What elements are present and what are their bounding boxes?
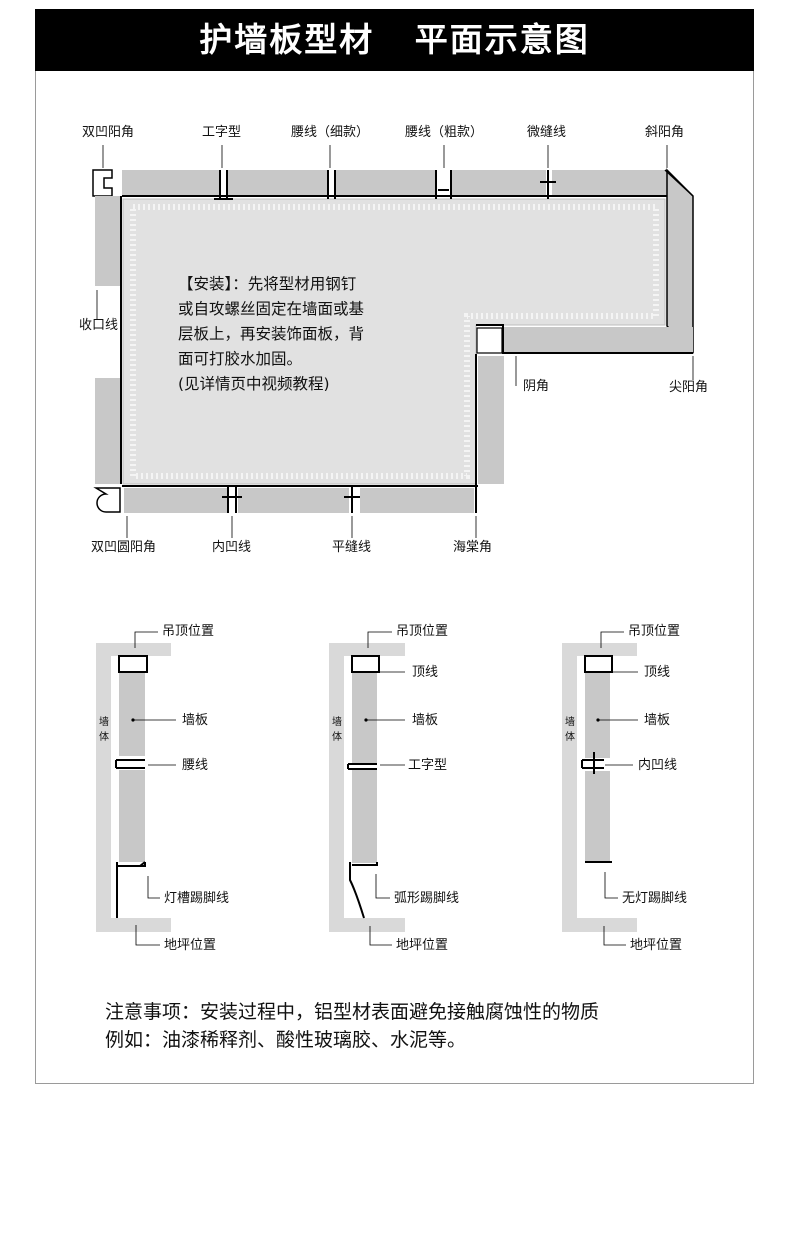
label-micro-seam: 微缝线 <box>527 125 567 140</box>
label-flush-seam: 平缝线 <box>332 540 372 555</box>
section-1 <box>96 631 176 946</box>
label-double-round-corner: 双凹圆阳角 <box>91 540 157 555</box>
top-panel-2 <box>228 170 327 196</box>
s2-h-profile-label: 工字型 <box>408 758 448 773</box>
left-panel-bottom <box>95 378 120 484</box>
s2-top-line-label: 顶线 <box>412 665 439 680</box>
install-note: 【安装】：先将型材用钢钉 或自攻螺丝固定在墙面或基 层板上，再安装饰面板，背 面… <box>178 272 418 397</box>
wall-label-2a: 墙 <box>332 717 342 728</box>
step-panel-vertical <box>478 356 504 484</box>
wall-label-1a: 墙 <box>99 717 109 728</box>
install-note-line: 层板上，再安装饰面板，背 <box>178 325 365 343</box>
s2-wall-panel-label: 墙板 <box>412 713 439 728</box>
top-panel-5 <box>552 170 667 196</box>
bottom-panel-1 <box>124 488 227 513</box>
label-recessed-line: 内凹线 <box>212 540 252 555</box>
top-panel-4 <box>452 170 546 196</box>
s3-top-line-label: 顶线 <box>644 665 671 680</box>
install-note-line: 【安装】：先将型材用钢钉 <box>178 275 357 293</box>
s3-wall-panel-label: 墙板 <box>644 713 671 728</box>
label-waist-thick: 腰线（粗款） <box>405 125 484 140</box>
page-title: 护墙板型材 平面示意图 <box>199 20 590 59</box>
label-h-profile: 工字型 <box>202 125 242 140</box>
s1-skirting-label: 灯槽踢脚线 <box>164 891 230 906</box>
s1-waist-label: 腰线 <box>182 758 209 773</box>
top-panel-3 <box>336 170 435 196</box>
install-note-line: 面可打胶水加固。 <box>178 350 303 368</box>
notice-line: 注意事项：安装过程中，铝型材表面避免接触腐蚀性的物质 <box>105 1001 600 1023</box>
s2-ceiling-label: 吊顶位置 <box>396 624 449 639</box>
wall-label-3a: 墙 <box>565 717 575 728</box>
section-2 <box>329 631 405 946</box>
label-begonia-corner: 海棠角 <box>453 540 493 555</box>
header-bar: 护墙板型材 平面示意图 <box>35 9 754 71</box>
s3-skirting-label: 无灯踢脚线 <box>622 891 688 906</box>
s3-recessed-line-label: 内凹线 <box>638 758 678 773</box>
notice-text: 注意事项：安装过程中，铝型材表面避免接触腐蚀性的物质 例如：油漆稀释剂、酸性玻璃… <box>105 998 599 1054</box>
notice-line: 例如：油漆稀释剂、酸性玻璃胶、水泥等。 <box>105 1029 467 1051</box>
label-sharp-corner: 尖阳角 <box>669 380 709 395</box>
label-waist-thin: 腰线（细款） <box>291 125 370 140</box>
section-3 <box>562 631 638 946</box>
label-inside-corner: 阴角 <box>523 379 550 394</box>
bottom-panel-3 <box>360 488 474 513</box>
label-double-recessed-corner: 双凹阳角 <box>82 125 135 140</box>
wall-label-2b: 体 <box>332 732 342 743</box>
s2-floor-label: 地坪位置 <box>396 938 449 953</box>
top-panel-1 <box>122 170 219 196</box>
label-edge-trim: 收口线 <box>79 318 119 333</box>
s1-ceiling-label: 吊顶位置 <box>162 624 215 639</box>
s1-floor-label: 地坪位置 <box>164 938 217 953</box>
s1-wall-panel-label: 墙板 <box>182 713 209 728</box>
install-note-line: 或自攻螺丝固定在墙面或基 <box>178 300 365 318</box>
step-panel-horizontal <box>503 327 693 353</box>
bottom-panel-2 <box>238 488 349 513</box>
wall-label-3b: 体 <box>565 732 575 743</box>
left-panel-top <box>95 196 120 286</box>
s2-skirting-label: 弧形踢脚线 <box>394 891 460 906</box>
wall-label-1b: 体 <box>99 732 109 743</box>
install-note-line: (见详情页中视频教程) <box>178 375 330 393</box>
s3-ceiling-label: 吊顶位置 <box>628 624 681 639</box>
s3-floor-label: 地坪位置 <box>630 938 683 953</box>
label-bevel-corner: 斜阳角 <box>645 125 685 140</box>
